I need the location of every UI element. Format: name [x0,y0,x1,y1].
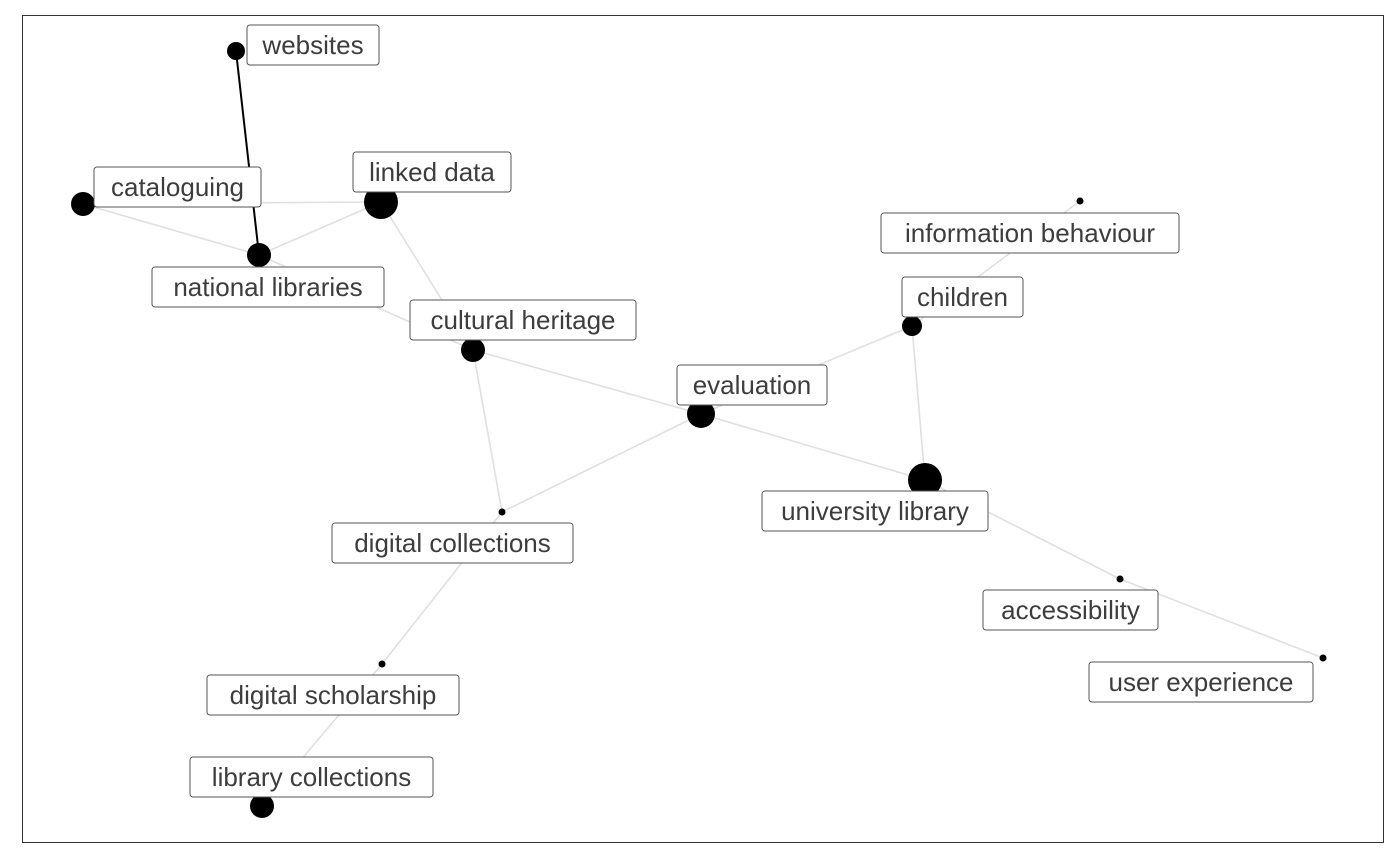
label-text-accessibility: accessibility [1001,595,1140,625]
label-box-children [901,276,1024,318]
label-information-behaviour: information behaviour [880,212,1180,254]
label-box-digital-scholarship [206,674,460,716]
edge-children-university-library [911,325,926,481]
edge-cultural-heritage-digital-collections [472,349,503,513]
edge-evaluation-digital-collections [501,413,702,513]
plot-frame [22,15,1384,843]
label-box-national-libraries [151,266,385,308]
edge-cataloguing-national-libraries [82,203,260,256]
label-text-cataloguing: cataloguing [111,172,244,202]
edge-cultural-heritage-evaluation [472,349,702,415]
node-cultural-heritage [461,338,485,362]
edge-national-libraries-linked-data [258,201,382,256]
node-information-behaviour [1076,197,1084,205]
edge-evaluation-university-library [700,413,926,481]
node-user-experience [1319,654,1327,662]
label-box-library-collections [189,756,434,798]
label-cultural-heritage: cultural heritage [409,299,637,341]
label-text-cultural-heritage: cultural heritage [431,305,616,335]
label-layer: websites cataloguing linked data national l… [93,24,1314,798]
node-websites [227,42,245,60]
label-linked-data: linked data [352,151,512,193]
node-digital-scholarship [378,660,386,668]
label-websites: websites [246,24,380,66]
node-accessibility [1116,575,1124,583]
label-text-children: children [917,282,1008,312]
node-university-library [908,463,942,497]
node-children [902,316,922,336]
node-layer [71,42,1327,818]
label-box-information-behaviour [880,212,1180,254]
node-cataloguing [71,192,95,216]
label-text-digital-collections: digital collections [354,528,551,558]
node-linked-data [364,185,398,219]
label-children: children [901,276,1024,318]
label-text-library-collections: library collections [212,762,411,792]
label-box-evaluation [676,364,828,406]
label-university-library: university library [761,490,989,532]
node-library-collections [250,794,274,818]
edge-websites-national-libraries [235,50,260,256]
label-box-cataloguing [93,166,262,208]
label-text-linked-data: linked data [369,157,495,187]
label-box-user-experience [1088,661,1314,703]
label-user-experience: user experience [1088,661,1314,703]
node-digital-collections [498,508,506,516]
label-accessibility: accessibility [982,589,1159,631]
label-box-cultural-heritage [409,299,637,341]
label-text-digital-scholarship: digital scholarship [230,680,437,710]
label-box-university-library [761,490,989,532]
label-text-evaluation: evaluation [693,370,812,400]
label-digital-collections: digital collections [331,522,574,564]
label-box-accessibility [982,589,1159,631]
label-cataloguing: cataloguing [93,166,262,208]
label-evaluation: evaluation [676,364,828,406]
label-library-collections: library collections [189,756,434,798]
label-digital-scholarship: digital scholarship [206,674,460,716]
label-text-national-libraries: national libraries [173,272,362,302]
label-box-linked-data [352,151,512,193]
label-text-university-library: university library [781,496,969,526]
node-evaluation [687,400,715,428]
label-text-user-experience: user experience [1109,667,1294,697]
node-national-libraries [247,243,271,267]
label-box-websites [246,24,380,66]
label-text-websites: websites [261,30,363,60]
label-text-information-behaviour: information behaviour [905,218,1155,248]
label-national-libraries: national libraries [151,266,385,308]
label-box-digital-collections [331,522,574,564]
